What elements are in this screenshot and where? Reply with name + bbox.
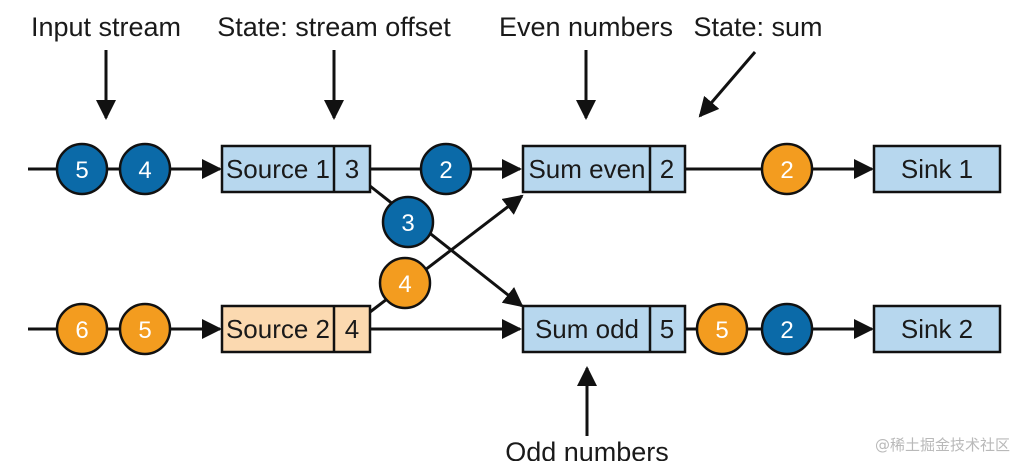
label-state-offset: State: stream offset [217,12,451,42]
state-sum-arrow [698,51,757,118]
sum-even-operator: Sum even 2 [521,144,687,194]
source1-operator: Source 1 3 [220,144,372,194]
label-even-numbers: Even numbers [499,12,673,42]
svg-text:2: 2 [780,157,793,184]
event-circle: 3 [381,195,435,249]
svg-text:2: 2 [780,317,793,344]
source2-operator: Source 2 4 [220,304,372,354]
svg-text:2: 2 [439,157,452,184]
sink2-label: Sink 2 [901,314,973,344]
sum-odd-state: 5 [660,314,674,344]
svg-text:5: 5 [138,317,151,344]
sum-even-label: Sum even [528,154,645,184]
event-circle: 4 [378,256,432,310]
sum-even-state: 2 [660,154,674,184]
event-circle: 6 [55,302,109,356]
svg-text:3: 3 [401,210,414,237]
sum-odd-operator: Sum odd 5 [521,304,687,354]
event-circle: 5 [55,142,109,196]
label-input-stream: Input stream [31,12,181,42]
svg-text:6: 6 [75,317,88,344]
svg-text:5: 5 [715,317,728,344]
sum-odd-label: Sum odd [535,314,639,344]
sink2-operator: Sink 2 [872,304,1002,354]
label-odd-numbers: Odd numbers [505,437,669,461]
svg-text:5: 5 [75,157,88,184]
svg-text:4: 4 [138,157,151,184]
source1-state: 3 [345,154,359,184]
label-state-sum: State: sum [693,12,822,42]
sink1-operator: Sink 1 [872,144,1002,194]
event-circle: 2 [760,302,814,356]
svg-text:4: 4 [398,271,411,298]
source2-label: Source 2 [226,314,330,344]
event-circle: 5 [695,302,749,356]
event-circle: 5 [118,302,172,356]
event-circle: 2 [419,142,473,196]
event-circle: 4 [118,142,172,196]
source2-state: 4 [345,314,359,344]
source1-label: Source 1 [226,154,330,184]
event-circle: 2 [760,142,814,196]
sink1-label: Sink 1 [901,154,973,184]
watermark: @稀土掘金技术社区 [875,436,1010,454]
